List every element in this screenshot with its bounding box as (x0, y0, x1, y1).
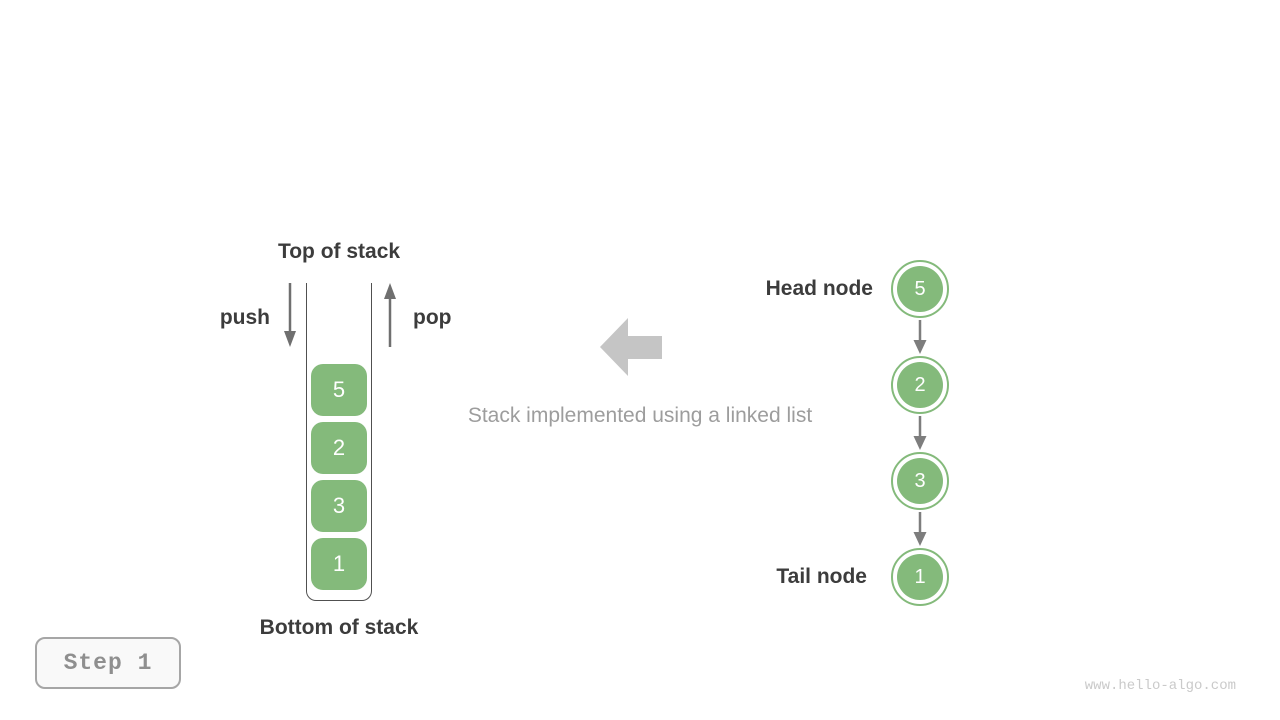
push-label: push (219, 306, 270, 329)
linked-list-node: 3 (891, 452, 949, 510)
node-value: 3 (897, 458, 943, 504)
head-node-label: Head node (765, 277, 873, 300)
pop-label: pop (413, 306, 452, 329)
left-arrow-icon (600, 318, 662, 376)
link-arrow-icon (913, 320, 927, 354)
figure-caption: Stack implemented using a linked list (467, 404, 813, 427)
stack-item: 3 (311, 480, 367, 532)
step-badge: Step 1 (35, 637, 181, 689)
pop-arrow-icon (384, 283, 396, 347)
stack-item: 2 (311, 422, 367, 474)
node-value: 2 (897, 362, 943, 408)
node-value: 5 (897, 266, 943, 312)
link-arrow-icon (913, 416, 927, 450)
tail-node-label: Tail node (776, 565, 867, 588)
top-of-stack-label: Top of stack (277, 240, 401, 263)
node-value: 1 (897, 554, 943, 600)
link-arrow-icon (913, 512, 927, 546)
push-arrow-icon (284, 283, 296, 347)
watermark: www.hello-algo.com (1084, 678, 1236, 694)
linked-list-node: 2 (891, 356, 949, 414)
stack-item: 5 (311, 364, 367, 416)
linked-list-node: 1 (891, 548, 949, 606)
stack-item: 1 (311, 538, 367, 590)
linked-list-node: 5 (891, 260, 949, 318)
bottom-of-stack-label: Bottom of stack (259, 616, 419, 639)
stack-container (306, 283, 372, 601)
